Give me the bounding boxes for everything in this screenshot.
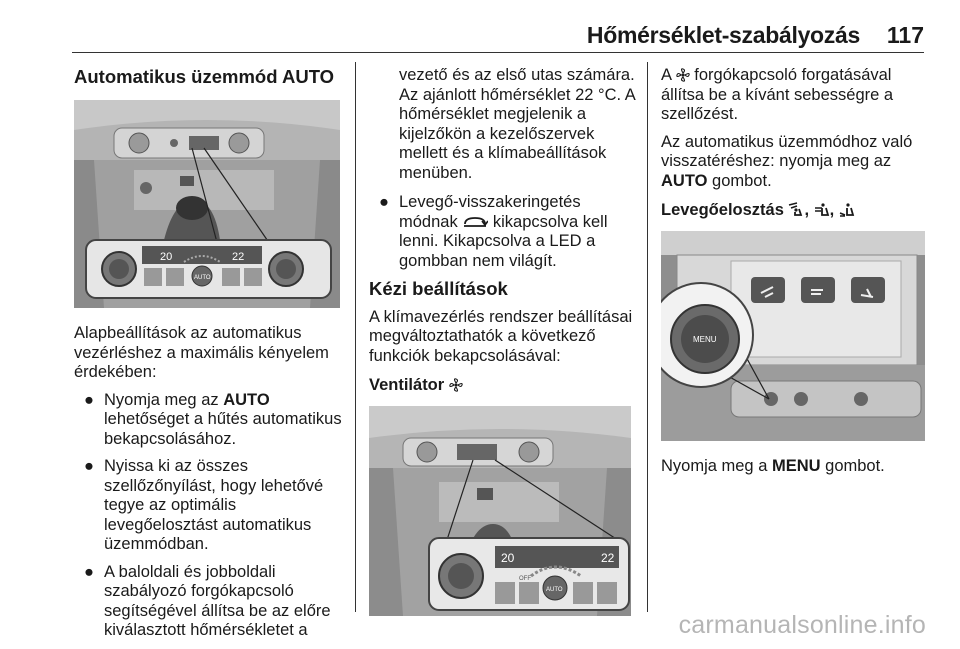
bullet-icon: ● xyxy=(84,562,94,581)
auto-steps-list-continued: vezető és az első utas számára. Az ajánl… xyxy=(369,66,639,271)
watermark: carmanualsonline.info xyxy=(678,611,926,639)
fan-instruction-text: A forgókapcsoló forgatásával állítsa be … xyxy=(661,66,894,123)
recirculation-icon xyxy=(464,216,489,227)
figure-menu-button: MENU xyxy=(661,230,925,441)
menu-keyword: MENU xyxy=(771,456,821,475)
list-item: ●Nyissa ki az összes szellőzőnyílást, ho… xyxy=(84,457,324,553)
section-heading-manual: Kézi beállítások xyxy=(369,278,508,299)
page-number: 117 xyxy=(886,22,924,48)
bullet-icon: ● xyxy=(84,457,94,475)
auto-button-label: AUTO xyxy=(194,275,211,281)
bullet-icon: ● xyxy=(84,390,94,409)
header-rule xyxy=(72,52,924,53)
section-heading-auto: Automatikus üzemmód AUTO xyxy=(74,66,335,87)
subheading-fan: Ventilátor xyxy=(369,376,639,396)
panel-temp-right: 22 xyxy=(232,251,244,263)
fan-icon xyxy=(449,378,463,392)
column-1: Automatikus üzemmód AUTO 20 22 AUTO Al xyxy=(74,62,346,649)
page-header: Hőmérséklet-szabályozás 117 xyxy=(0,0,960,56)
auto-keyword: AUTO xyxy=(223,390,270,409)
figure-fan-control: 20 22 OFF AUTO xyxy=(369,405,631,616)
return-auto-text: Az automatikus üzemmódhoz való visszatér… xyxy=(661,132,913,190)
list-item-continued: vezető és az első utas számára. Az ajánl… xyxy=(399,66,635,182)
panel-temp-left: 20 xyxy=(160,251,172,263)
air-distribution-body-icon xyxy=(814,203,829,216)
air-distribution-footwell-icon xyxy=(839,203,855,217)
list-item: ●A baloldali és jobboldali szabályozó fo… xyxy=(84,562,331,640)
fan-icon xyxy=(675,68,690,82)
auto-steps-list: ●Nyomja meg az AUTO lehetőséget a hűtés … xyxy=(74,391,346,641)
column-divider xyxy=(647,62,648,612)
figure-auto-mode-console: 20 22 AUTO xyxy=(74,100,340,308)
list-item: ●Nyomja meg az AUTO lehetőséget a hűtés … xyxy=(84,390,342,448)
panel-temp-right: 22 xyxy=(601,551,615,565)
manual-intro-text: A klímavezérlés rendszer beállításai meg… xyxy=(369,307,633,365)
bullet-icon: ● xyxy=(379,193,389,211)
auto-intro-text: Alapbeállítások az automatikus vezérlésh… xyxy=(74,324,329,381)
column-3: A forgókapcsoló forgatásával állítsa be … xyxy=(661,66,931,484)
off-label: OFF xyxy=(519,576,531,582)
menu-instruction-text: Nyomja meg a MENU gombot. xyxy=(661,456,885,475)
menu-button-label: MENU xyxy=(693,335,717,344)
column-2: vezető és az első utas számára. Az ajánl… xyxy=(369,66,639,632)
air-distribution-windscreen-icon xyxy=(789,202,803,216)
column-divider xyxy=(355,62,356,612)
auto-keyword: AUTO xyxy=(661,171,708,190)
page-title: Hőmérséklet-szabályozás xyxy=(586,22,860,48)
auto-button-label: AUTO xyxy=(546,587,563,593)
list-item: ●Levegő-visszakeringetés módnak kikapcso… xyxy=(379,193,608,270)
subheading-air-distribution: Levegőelosztás , , xyxy=(661,201,931,221)
panel-temp-left: 20 xyxy=(501,551,515,565)
